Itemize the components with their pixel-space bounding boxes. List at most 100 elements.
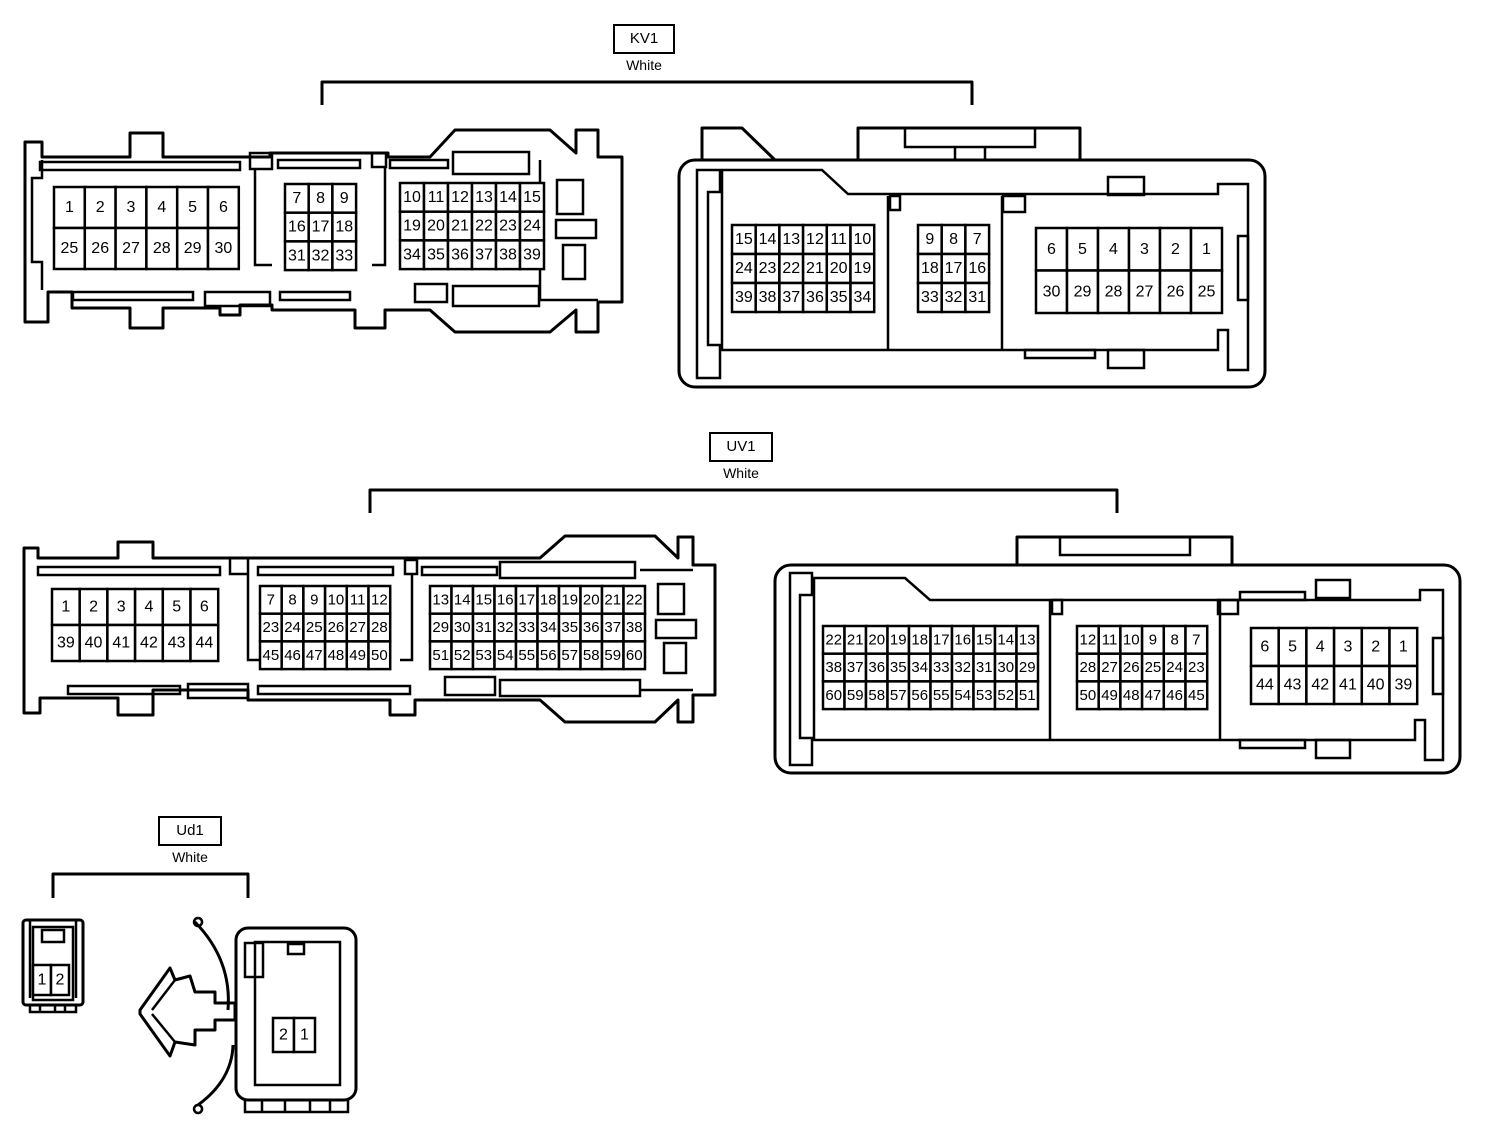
uv1-pin-number: 19	[561, 591, 578, 608]
kv1-pin-number: 36	[451, 246, 469, 263]
ud1-back-housing	[138, 916, 358, 1115]
kv1-pin-number: 34	[403, 246, 421, 263]
uv1-pin-number: 43	[1284, 677, 1302, 694]
kv1-pin-number: 31	[968, 289, 986, 306]
uv1-pin-number: 28	[371, 619, 388, 636]
kv1-front-left-pin-cell	[206, 226, 241, 271]
uv1-pin-number: 5	[1288, 639, 1297, 656]
kv1-pin-number: 37	[475, 246, 493, 263]
uv1-bracket	[368, 488, 1119, 513]
uv1-pin-number: 12	[371, 591, 388, 608]
kv1-front-left-pin-cell	[175, 226, 210, 271]
uv1-pin-number: 55	[518, 647, 535, 664]
kv1-pin-number: 17	[312, 219, 330, 236]
kv1-pin-number: 17	[945, 260, 963, 277]
kv1-pin-number: 26	[91, 240, 109, 257]
uv1-pin-number: 10	[1123, 631, 1140, 648]
uv1-pin-number: 30	[454, 619, 471, 636]
uv1-back-housing	[773, 535, 1462, 775]
uv1-back-right-pin-cell	[1332, 664, 1364, 706]
kv1-pin-number: 5	[1078, 241, 1087, 258]
kv1-back-right-pin-cell	[1189, 269, 1224, 315]
uv1-pin-number: 40	[85, 635, 103, 652]
uv1-pin-number: 46	[284, 647, 301, 664]
uv1-pin-number: 37	[847, 659, 864, 676]
uv1-back-right-pin-cell	[1277, 664, 1308, 706]
uv1-pin-number: 57	[890, 687, 907, 704]
uv1-pin-number: 11	[1102, 631, 1118, 648]
uv1-pin-number: 12	[1080, 631, 1097, 648]
uv1-pin-number: 31	[475, 619, 492, 636]
kv1-pin-number: 33	[335, 247, 353, 264]
ud1-pin-number: 2	[56, 972, 65, 989]
kv1-pin-number: 35	[427, 246, 445, 263]
kv1-pin-number: 12	[806, 231, 824, 248]
uv1-front-mid-pin-cell	[367, 640, 392, 671]
uv1-pin-number: 50	[371, 647, 388, 664]
kv1-pin-number: 6	[1047, 241, 1056, 258]
ud1-color: White	[172, 849, 208, 865]
uv1-pin-number: 47	[306, 647, 323, 664]
kv1-pin-number: 9	[925, 231, 934, 248]
uv1-pin-number: 42	[140, 635, 158, 652]
uv1-pin-number: 44	[195, 635, 213, 652]
uv1-pin-number: 24	[1166, 659, 1183, 676]
kv1-pin-number: 22	[782, 260, 800, 277]
uv1-pin-number: 29	[1019, 659, 1036, 676]
uv1-pin-number: 9	[310, 591, 318, 608]
kv1-pin-number: 15	[523, 189, 541, 206]
kv1-pin-number: 9	[340, 190, 349, 207]
kv1-pin-number: 39	[735, 289, 753, 306]
uv1-pin-number: 10	[328, 591, 345, 608]
kv1-pin-number: 30	[215, 240, 233, 257]
kv1-pin-number: 28	[1105, 283, 1123, 300]
kv1-pin-number: 22	[475, 218, 493, 235]
uv1-pin-number: 1	[1399, 639, 1408, 656]
uv1-pin-number: 40	[1367, 677, 1385, 694]
kv1-pin-number: 21	[806, 260, 824, 277]
uv1-pin-number: 37	[604, 619, 621, 636]
kv1-pin-number: 30	[1043, 283, 1061, 300]
kv1-pin-number: 35	[830, 289, 848, 306]
uv1-pin-number: 14	[454, 591, 471, 608]
uv1-front-right-pin-cell	[622, 640, 647, 671]
kv1-pin-number: 7	[292, 190, 301, 207]
kv1-pin-number: 26	[1167, 283, 1185, 300]
uv1-pin-number: 18	[540, 591, 557, 608]
uv1-pin-number: 58	[583, 647, 600, 664]
kv1-pin-number: 1	[65, 199, 74, 216]
ud1-back-pin-cell	[292, 1016, 317, 1054]
ud1-pin-number: 1	[38, 972, 47, 989]
kv1-pin-number: 32	[312, 247, 330, 264]
kv1-pin-number: 10	[403, 189, 421, 206]
kv1-pin-number: 38	[499, 246, 517, 263]
uv1-pin-number: 8	[1170, 631, 1178, 648]
uv1-pin-number: 59	[604, 647, 621, 664]
uv1-pin-number: 21	[847, 631, 864, 648]
uv1-pin-number: 32	[497, 619, 514, 636]
uv1-pin-number: 17	[933, 631, 950, 648]
uv1-back-right-pin-cell	[1388, 626, 1419, 668]
uv1-pin-number: 25	[1145, 659, 1162, 676]
kv1-pin-number: 39	[523, 246, 541, 263]
ud1-pin-number: 2	[279, 1027, 288, 1044]
kv1-front-mid-pin-cell	[331, 240, 358, 272]
kv1-front-right-pin-cell	[518, 181, 546, 213]
kv1-pin-number: 5	[188, 199, 197, 216]
uv1-pin-number: 20	[583, 591, 600, 608]
kv1-pin-number: 27	[1136, 283, 1154, 300]
uv1-pin-number: 51	[432, 647, 449, 664]
uv1-pin-number: 48	[1123, 687, 1140, 704]
uv1-pin-number: 41	[1339, 677, 1357, 694]
uv1-pin-number: 21	[604, 591, 621, 608]
kv1-front-right-pin-cell	[494, 239, 522, 271]
uv1-pin-number: 38	[626, 619, 643, 636]
kv1-pin-number: 8	[949, 231, 958, 248]
uv1-pin-number: 4	[144, 599, 153, 616]
uv1-pin-number: 54	[497, 647, 514, 664]
ud1-label: Ud1	[158, 816, 222, 846]
ud1-front-housing	[21, 918, 85, 1014]
uv1-pin-number: 28	[1080, 659, 1097, 676]
uv1-pin-number: 45	[1188, 687, 1205, 704]
uv1-front-left-pin-cell	[161, 587, 192, 627]
